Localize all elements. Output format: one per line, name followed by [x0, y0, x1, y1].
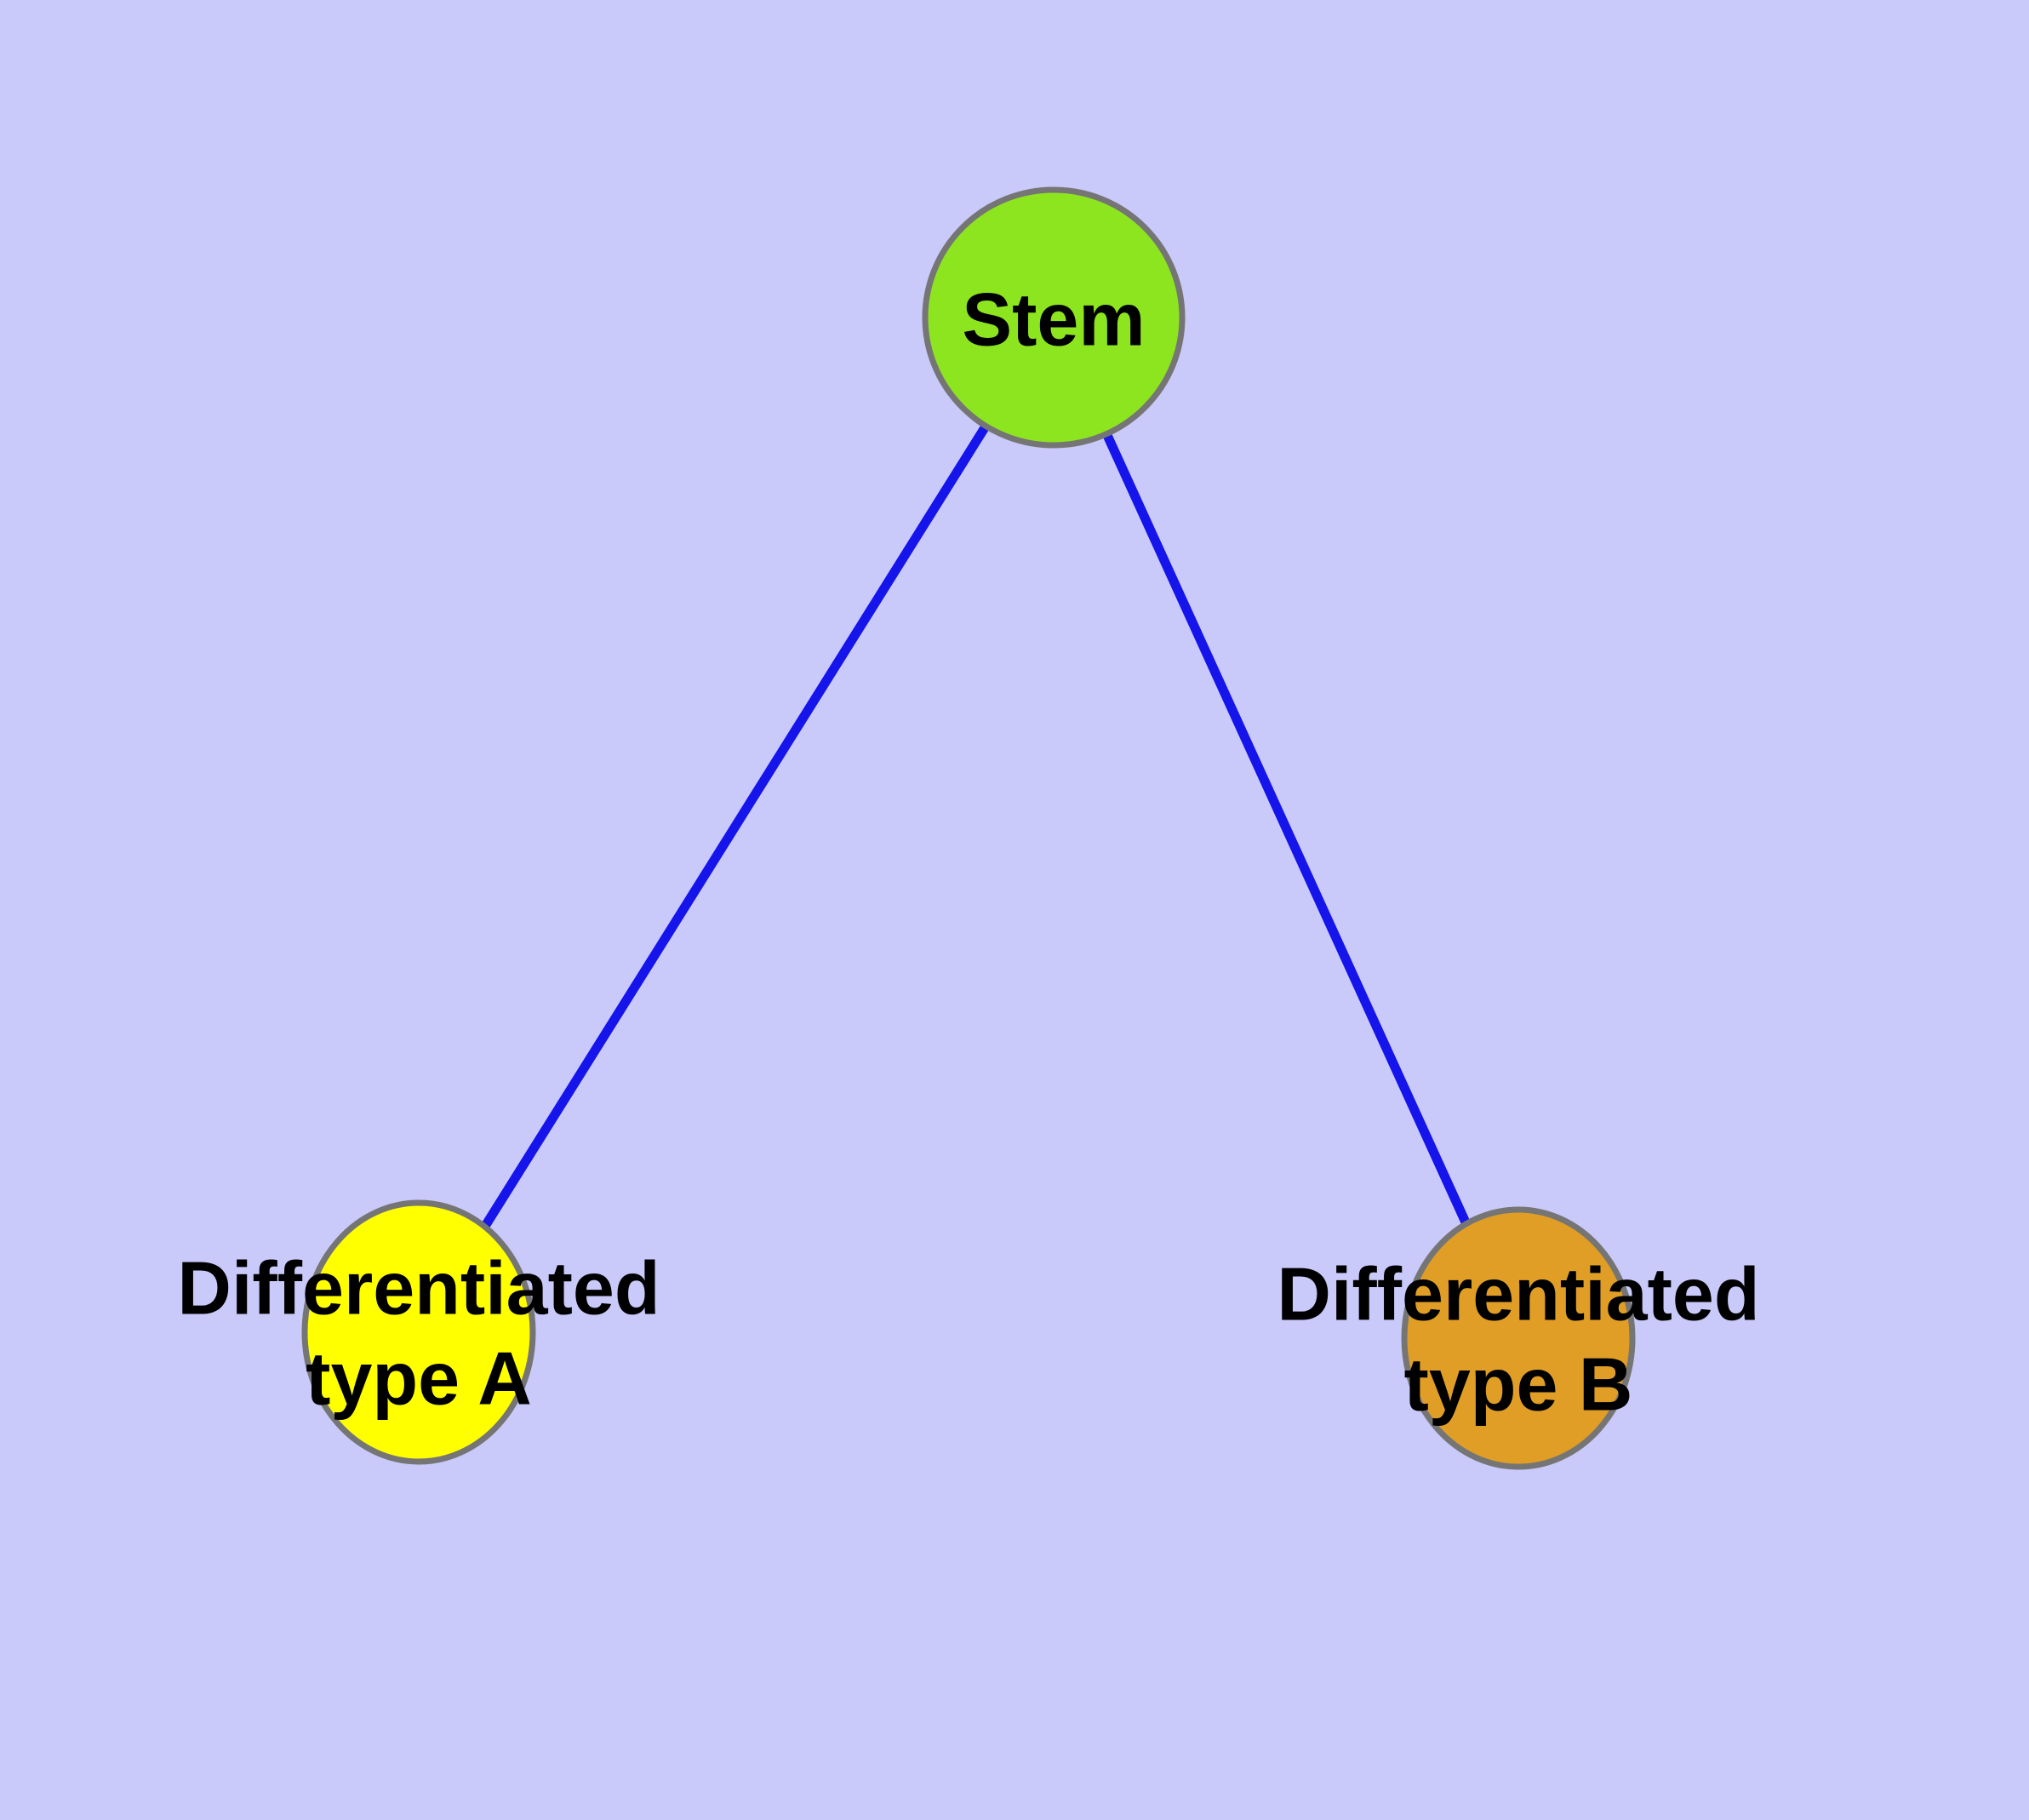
edge-stem-to-type-a [414, 315, 1058, 1335]
stem-node-label: Stem [962, 278, 1145, 362]
type-b-node-label-line1: Differentiated [1277, 1252, 1759, 1336]
stem-node: Stem [922, 186, 1186, 449]
type-b-node-label-line2: type B [1404, 1342, 1633, 1427]
type-b-node: Differentiated type B [1277, 1206, 1760, 1470]
stem-node-circle [922, 186, 1186, 449]
type-a-node-circle [301, 1199, 536, 1465]
type-a-node: Differentiated type A [177, 1199, 660, 1465]
edge-stem-to-type-b [1049, 315, 1523, 1341]
type-a-node-label-line2: type A [306, 1336, 532, 1421]
type-a-node-label-line1: Differentiated [177, 1246, 660, 1331]
type-b-node-circle [1401, 1206, 1636, 1470]
